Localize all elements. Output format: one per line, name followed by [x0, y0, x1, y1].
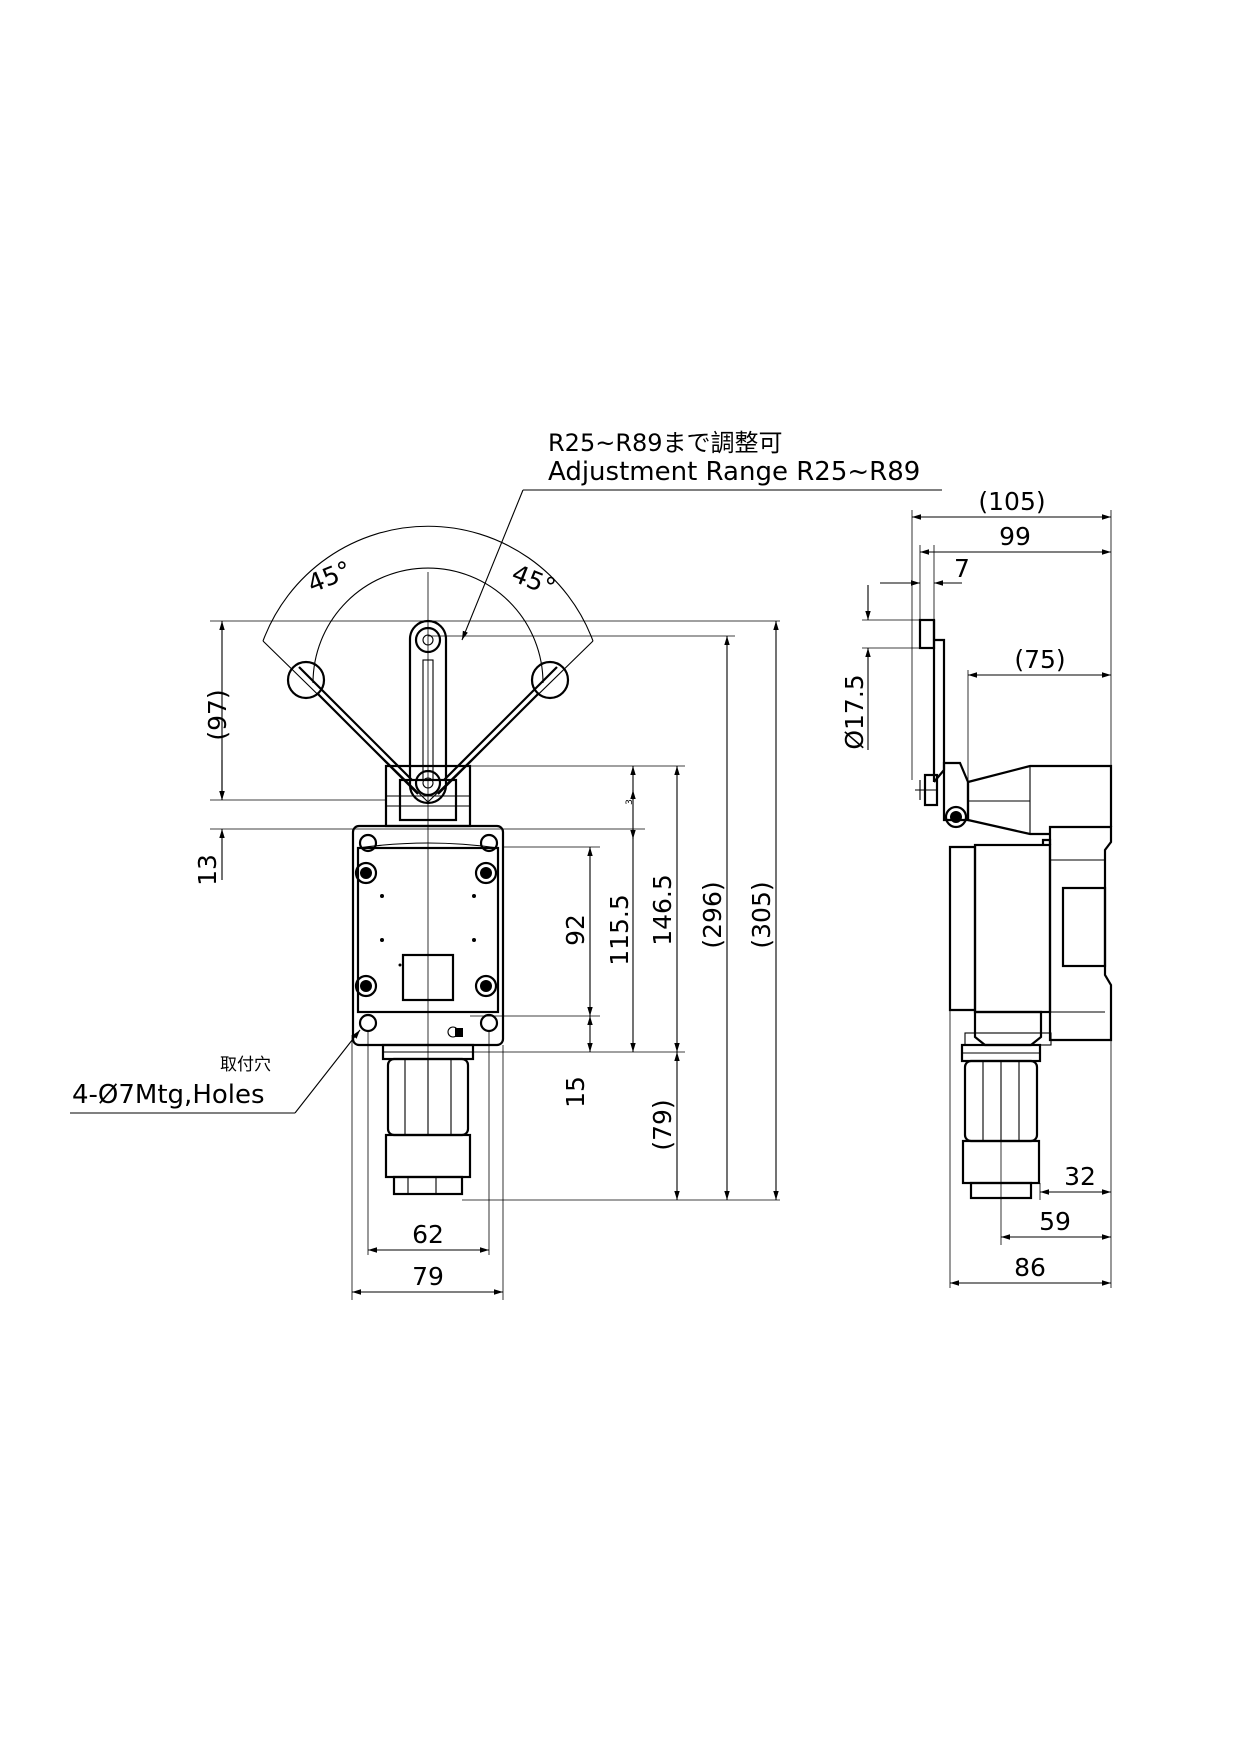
- dim-305-label: (305): [747, 881, 776, 948]
- switch-body: [351, 824, 505, 1047]
- annotation-holes-en: 4-Ø7Mtg,Holes: [72, 1080, 265, 1110]
- annotation-range-en: Adjustment Range R25~R89: [548, 457, 920, 487]
- dim-146-5-label: 146.5: [648, 874, 677, 946]
- housing-side: [948, 825, 1113, 1042]
- dim-92-label: 92: [561, 914, 590, 946]
- annotation-holes-jp: 取付穴: [220, 1055, 271, 1075]
- screw-icon: [354, 861, 378, 885]
- dim-3-label: 3: [625, 799, 635, 805]
- dim-17-5-label: Ø17.5: [840, 674, 869, 749]
- lever-swing-arc: [262, 525, 594, 1070]
- extension-lines-front: [210, 620, 780, 1300]
- dim-79-label: 79: [412, 1262, 444, 1291]
- conduit-fitting-side: [960, 1010, 1052, 1200]
- dim-7-label: 7: [954, 554, 970, 583]
- dimension-lines-front: [219, 621, 779, 1295]
- dim-62-label: 62: [412, 1220, 444, 1249]
- dim-32-label: 32: [1064, 1162, 1096, 1191]
- lever-plate-side: [915, 618, 946, 807]
- dim-15-label: 15: [561, 1076, 590, 1108]
- side-view: (105) 99 7 Ø17.5 (75) 32 59 86: [840, 487, 1113, 1288]
- dim-86-label: 86: [1014, 1253, 1046, 1282]
- dim-97-label: (97): [203, 689, 232, 740]
- leader-lines-front: [70, 489, 942, 1114]
- annotation-range-jp: R25~R89まで調整可: [548, 429, 783, 457]
- dim-59-label: 59: [1039, 1207, 1071, 1236]
- lever-arm-right: [437, 660, 570, 795]
- screw-icon: [354, 974, 378, 998]
- front-view: R25~R89まで調整可 Adjustment Range R25~R89 45…: [70, 429, 942, 1300]
- dim-105-label: (105): [978, 487, 1045, 516]
- screw-icon: [474, 974, 498, 998]
- angle-right-label: 45°: [508, 559, 560, 602]
- dim-115-5-label: 115.5: [605, 894, 634, 966]
- dimension-lines-side: [865, 514, 1111, 1286]
- ground-mark-icon: [447, 1026, 463, 1038]
- lever-arm-left: [286, 660, 419, 795]
- angle-left-label: 45°: [303, 555, 355, 598]
- dim-296-label: (296): [698, 881, 727, 948]
- shaft-hub-side: [942, 761, 1113, 836]
- dim-75-label: (75): [1014, 645, 1065, 674]
- dim-79-paren-label: (79): [648, 1099, 677, 1150]
- screw-icon: [474, 861, 498, 885]
- conduit-fitting: [381, 1043, 475, 1196]
- dim-99-label: 99: [999, 522, 1031, 551]
- dim-13-label: 13: [193, 854, 222, 886]
